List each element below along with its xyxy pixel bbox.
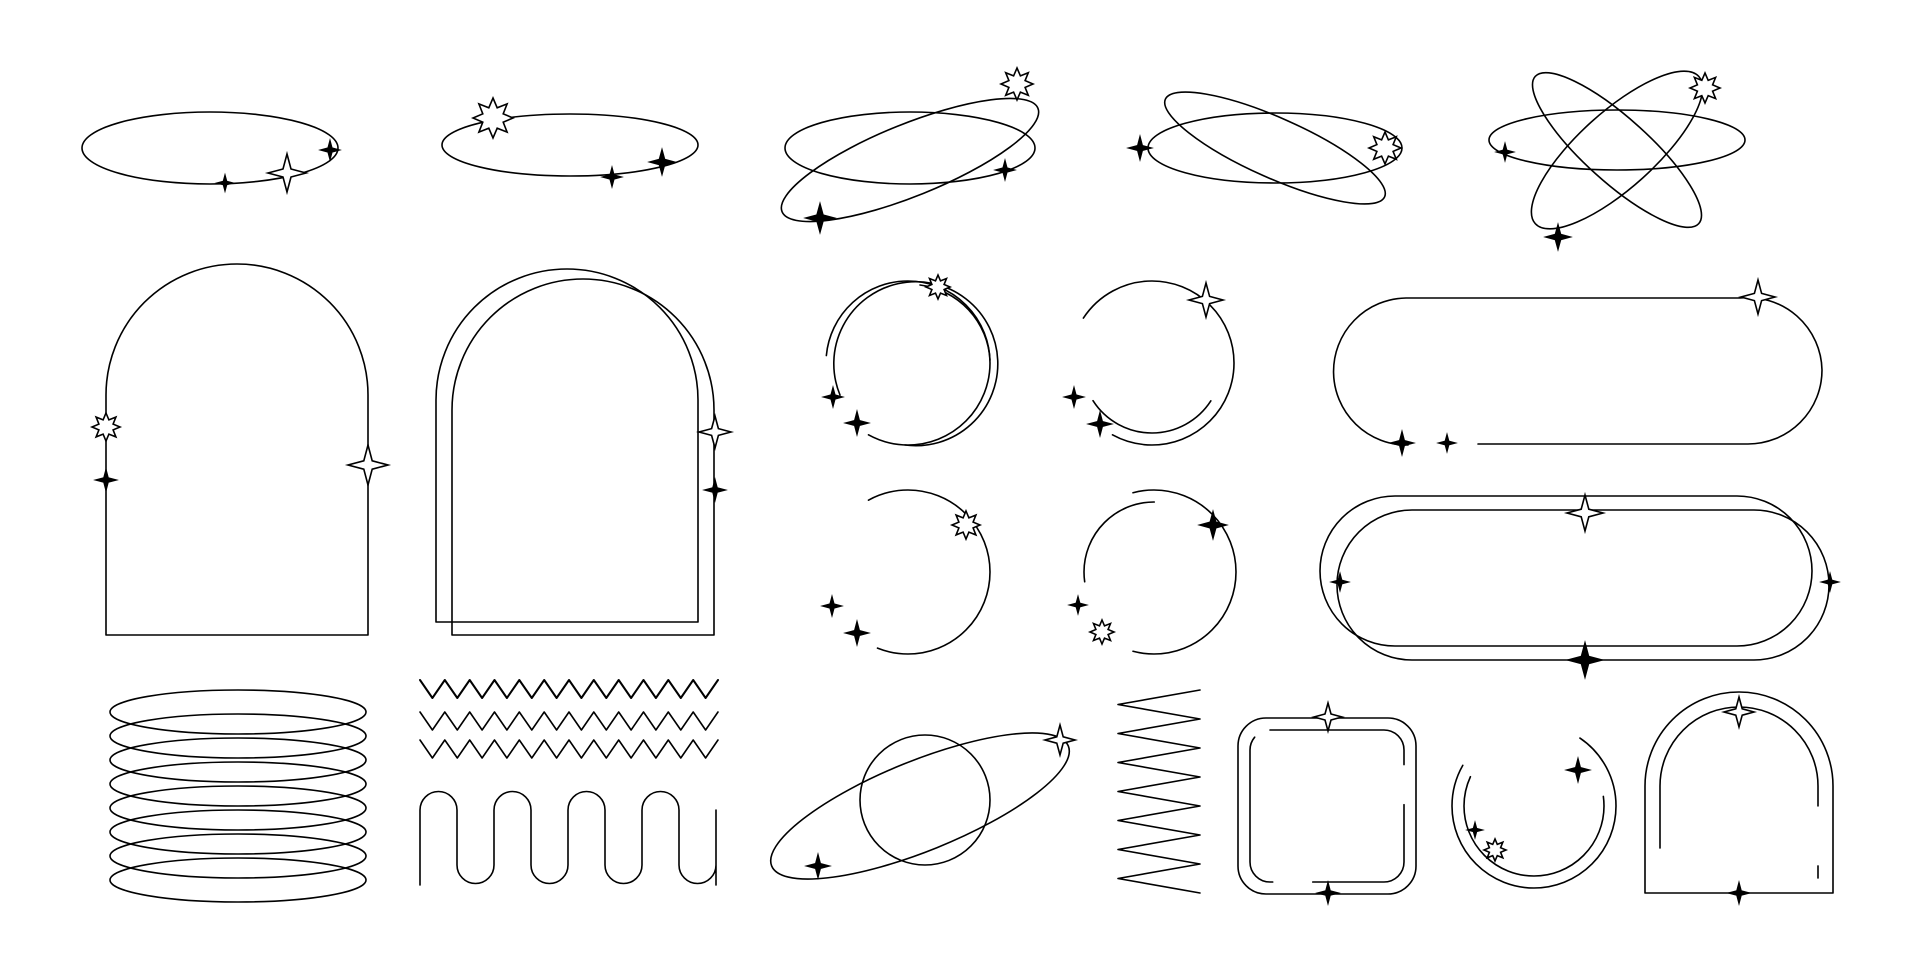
sparkle-star-filled-icon — [702, 477, 728, 503]
stacked-ring — [109, 689, 367, 735]
sparkle-star-outline-icon — [1041, 721, 1079, 759]
ring-frame-2 — [1062, 279, 1235, 446]
sparkle-star-outline-icon — [1720, 693, 1758, 731]
sparkle-star-filled-icon — [1436, 432, 1458, 454]
sparkle-star-outline-icon — [344, 441, 392, 489]
sparkle-star-filled-icon — [803, 201, 837, 235]
sparkle-star-filled-icon — [1543, 222, 1573, 252]
stacked-ring — [109, 761, 367, 807]
stacked-ring — [109, 737, 367, 783]
sparkle-star-filled-icon — [1565, 640, 1605, 680]
ring-frame-3 — [820, 489, 991, 655]
arch-frame-single — [89, 263, 392, 636]
sparkle-star-outline-icon — [264, 150, 310, 196]
sparkle-star-outline-icon — [1563, 491, 1607, 535]
eight-point-star-outline-icon — [1687, 70, 1723, 106]
sparkle-star-filled-icon — [318, 138, 342, 162]
sparkle-star-outline-icon — [1185, 279, 1227, 321]
sparkle-star-filled-icon — [1062, 385, 1086, 409]
halo-2 — [441, 95, 699, 189]
vertical-zigzag — [1117, 689, 1201, 894]
wave-line — [419, 790, 717, 886]
sparkle-star-filled-icon — [1564, 756, 1592, 784]
eight-point-star-outline-icon — [1481, 836, 1509, 864]
stacked-ring — [109, 809, 367, 855]
sparkle-star-filled-icon — [1067, 594, 1089, 616]
eight-point-star-outline-icon — [1366, 129, 1404, 167]
planet — [769, 721, 1079, 880]
sparkle-star-filled-icon — [1329, 571, 1351, 593]
sparkle-star-filled-icon — [993, 158, 1017, 182]
sparkle-star-filled-icon — [214, 172, 236, 194]
sparkle-star-outline-icon — [695, 412, 735, 452]
sparkle-star-filled-icon — [1086, 410, 1114, 438]
stacked-ring — [109, 713, 367, 759]
sparkle-star-filled-icon — [1388, 429, 1416, 457]
square-frame — [1237, 699, 1417, 906]
sparkle-star-filled-icon — [1819, 571, 1841, 593]
ring-frame-1 — [821, 272, 999, 447]
stacked-ring — [109, 785, 367, 831]
arch-frame-small — [1644, 691, 1834, 906]
sparkle-star-filled-icon — [600, 165, 624, 189]
sparkle-star-filled-icon — [1726, 880, 1752, 906]
sparkle-star-filled-icon — [843, 409, 871, 437]
stacked-ring — [109, 833, 367, 879]
arch-frame-double — [435, 268, 735, 636]
sparkle-star-filled-icon — [1197, 509, 1229, 541]
stacked-rings — [109, 689, 367, 903]
sparkle-star-filled-icon — [1465, 820, 1485, 840]
halo-1 — [81, 111, 342, 196]
eight-point-star-outline-icon — [1087, 617, 1117, 647]
sparkle-star-filled-icon — [1126, 134, 1154, 162]
sparkle-star-filled-icon — [804, 852, 832, 880]
sparkle-star-filled-icon — [1315, 880, 1341, 906]
eight-point-star-outline-icon — [949, 508, 983, 542]
ring-frame-4 — [1067, 489, 1237, 655]
halo-3 — [780, 65, 1040, 235]
eight-point-star-outline-icon — [998, 65, 1036, 103]
zigzag-lines — [419, 679, 719, 759]
sparkle-star-filled-icon — [93, 467, 119, 493]
sparkle-star-outline-icon — [1310, 699, 1346, 735]
pill-frame-1 — [1332, 276, 1823, 457]
pill-frame-2 — [1319, 491, 1841, 680]
sparkle-star-filled-icon — [821, 385, 845, 409]
sparkle-star-outline-icon — [1737, 276, 1779, 318]
ring-frame-small — [1451, 723, 1617, 889]
stacked-ring — [109, 857, 367, 903]
halo-5 — [1488, 70, 1746, 252]
sparkle-star-filled-icon — [1494, 141, 1516, 163]
eight-point-star-outline-icon — [470, 95, 516, 141]
eight-point-star-outline-icon — [89, 410, 123, 444]
halo-4 — [1126, 91, 1404, 205]
eight-point-star-outline-icon — [923, 272, 953, 302]
sparkle-star-filled-icon — [820, 594, 844, 618]
sparkle-star-filled-icon — [843, 619, 871, 647]
sparkle-star-filled-icon — [647, 147, 677, 177]
